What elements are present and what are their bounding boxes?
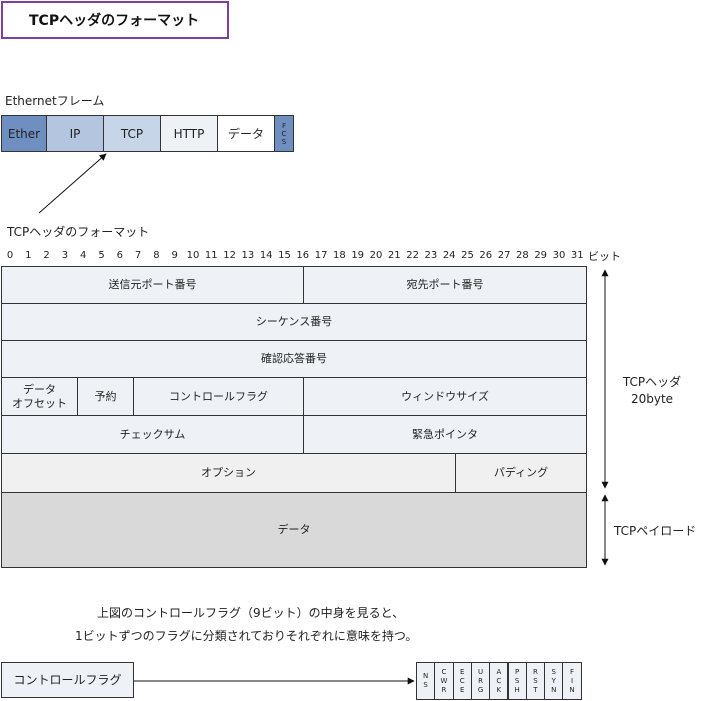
bit-number: 8 — [153, 250, 160, 261]
flag-letter: S — [423, 681, 428, 689]
bit-number: 20 — [369, 250, 383, 261]
bit-number: 21 — [387, 250, 401, 261]
header-size-label: TCPヘッダ 20byte — [620, 374, 684, 408]
flag-letter: P — [515, 667, 520, 676]
bit-number: 10 — [186, 250, 200, 261]
flag-letter: H — [514, 685, 520, 694]
flag-letter: A — [496, 667, 502, 676]
bit-number: 12 — [223, 250, 236, 261]
flag-letter: E — [460, 667, 465, 676]
flag-letter: Y — [551, 676, 556, 685]
flag-letter: W — [440, 676, 448, 685]
field-reserved: 予約 — [77, 377, 134, 416]
bit-unit-label: ビット — [588, 250, 621, 263]
flag-letter: R — [478, 676, 483, 685]
flag-letter: F — [570, 667, 575, 676]
bit-number: 0 — [6, 250, 14, 261]
fcs-letter: C — [281, 129, 287, 138]
bit-number: 6 — [116, 250, 123, 261]
bit-number: 27 — [497, 250, 511, 261]
field-control-flags: コントロールフラグ — [133, 377, 304, 416]
bit-number: 24 — [442, 250, 456, 261]
bit-number: 1 — [25, 250, 32, 261]
bit-number: 16 — [296, 250, 310, 261]
frame-cell-ip: IP — [46, 115, 104, 152]
flag-letter: C — [459, 676, 465, 685]
flag-letter: T — [533, 685, 538, 694]
bit-number: 28 — [516, 250, 529, 261]
flag-letter: N — [569, 685, 575, 694]
control-flag-box: コントロールフラグ — [1, 662, 134, 698]
flag-letter: K — [496, 685, 502, 694]
field-data: データ — [1, 492, 587, 568]
frame-cell-tcp: TCP — [103, 115, 161, 152]
header-size-line2: 20byte — [630, 392, 674, 406]
bit-number: 26 — [479, 250, 493, 261]
page-title: TCPヘッダのフォーマット — [1, 1, 229, 39]
flag-letter: N — [551, 685, 557, 694]
bit-number: 22 — [406, 250, 419, 261]
caption-line2: 1ビットずつのフラグに分類されておりそれぞれに意味を持つ。 — [75, 629, 418, 643]
flag-letter: R — [533, 667, 538, 676]
bit-number: 29 — [534, 250, 548, 261]
bit-number: 3 — [61, 250, 69, 261]
fcs-letter: F — [281, 121, 287, 130]
field-sequence-number: シーケンス番号 — [1, 303, 587, 341]
field-ack-number: 確認応答番号 — [1, 340, 587, 378]
bit-number: 4 — [80, 250, 87, 261]
bit-number: 14 — [259, 250, 273, 261]
fcs-letter: S — [281, 137, 287, 146]
field-data-offset-line2: オフセット — [12, 396, 67, 410]
bit-number: 9 — [171, 250, 178, 261]
bit-number: 17 — [314, 250, 328, 261]
flag-letter: S — [551, 667, 556, 676]
frame-cell-ether: Ether — [1, 115, 47, 152]
bit-number: 23 — [424, 250, 438, 261]
header-size-line1: TCPヘッダ — [622, 375, 682, 389]
field-data-offset-line1: データ — [23, 382, 56, 396]
bit-number: 15 — [278, 250, 291, 261]
tcp-pointer-arrow — [38, 153, 107, 214]
caption-line1: 上図のコントロールフラグ（9ビット）の中身を見ると、 — [97, 606, 405, 620]
frame-cell-data: データ — [217, 115, 275, 152]
field-options: オプション — [1, 453, 456, 493]
flag-letter: N — [423, 672, 429, 680]
flag-letter: C — [496, 676, 502, 685]
bit-number: 18 — [333, 250, 346, 261]
tcp-format-label: TCPヘッダのフォーマット — [7, 225, 150, 239]
flag-letter: S — [533, 676, 538, 685]
bit-number: 11 — [204, 250, 218, 261]
flag-letter: C — [441, 667, 447, 676]
bit-number: 7 — [134, 250, 142, 261]
flag-letter: S — [514, 676, 520, 685]
bit-number: 31 — [570, 250, 584, 261]
bit-number: 19 — [351, 250, 365, 261]
payload-label: TCPペイロード — [614, 524, 697, 538]
ethernet-frame-label: Ethernetフレーム — [5, 94, 105, 108]
bit-number: 30 — [552, 250, 566, 261]
field-source-port: 送信元ポート番号 — [1, 266, 304, 304]
field-checksum: チェックサム — [1, 415, 304, 454]
field-window-size: ウィンドウサイズ — [303, 377, 587, 416]
bit-number: 25 — [461, 250, 474, 261]
bit-number: 2 — [43, 250, 50, 261]
flag-letter: E — [460, 685, 465, 694]
flag-letter: G — [477, 685, 484, 694]
flag-letter: U — [477, 667, 484, 676]
field-padding: パディング — [455, 453, 587, 493]
flag-letter: I — [571, 676, 574, 685]
bit-number: 5 — [98, 250, 105, 261]
flag-letter: R — [441, 685, 447, 694]
frame-cell-http: HTTP — [160, 115, 218, 152]
bit-number: 13 — [241, 250, 255, 261]
